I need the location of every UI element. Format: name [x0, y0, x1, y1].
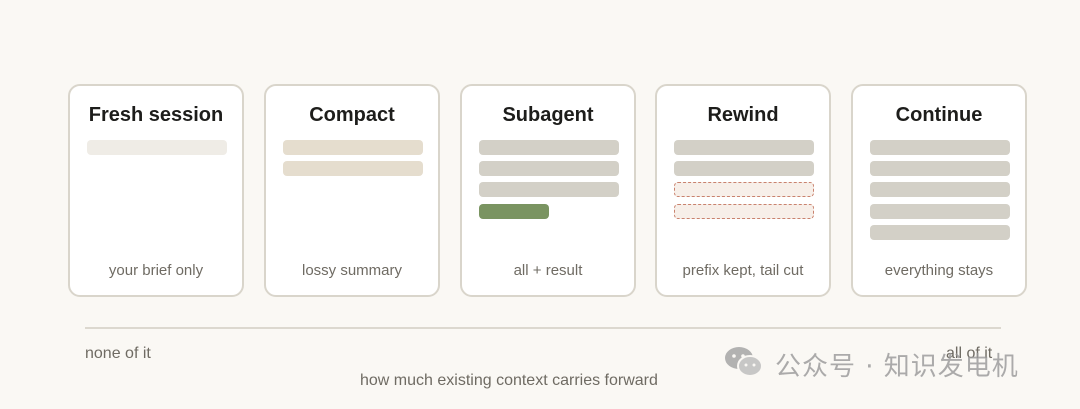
summary-bar: [283, 161, 423, 176]
context-bar: [479, 161, 619, 176]
card-title: Subagent: [502, 104, 594, 126]
context-bar: [479, 182, 619, 197]
context-bar: [479, 140, 619, 155]
context-bar: [870, 204, 1010, 219]
axis-right-label: all of it: [946, 345, 993, 362]
cut-tail-bar: [674, 204, 814, 219]
axis-left-label: none of it: [85, 345, 151, 362]
result-bar: [479, 204, 549, 219]
card-title: Continue: [895, 104, 983, 126]
card-title: Compact: [309, 104, 395, 126]
kept-prefix-bar: [674, 161, 814, 176]
card-caption: prefix kept, tail cut: [682, 262, 804, 279]
card-caption: all + result: [513, 262, 583, 279]
context-bar: [870, 161, 1010, 176]
card-rewind: Rewind prefix kept, tail cut: [655, 84, 831, 297]
wechat-icon: [723, 345, 765, 384]
card-caption: lossy summary: [301, 262, 402, 279]
card-compact: Compact lossy summary: [264, 84, 440, 297]
watermark-text: 公众号 · 知识发电机: [775, 351, 1019, 382]
fresh-brief-bar: [87, 140, 227, 155]
card-fresh-session: Fresh session your brief only: [68, 84, 244, 297]
card-caption: your brief only: [108, 262, 204, 279]
card-continue: Continue everything stays: [851, 84, 1027, 297]
context-bar: [870, 140, 1010, 155]
context-bar: [870, 182, 1010, 197]
watermark: 公众号 · 知识发电机: [723, 344, 1019, 384]
card-caption: everything stays: [884, 262, 994, 279]
axis-caption: how much existing context carries forwar…: [360, 372, 658, 389]
summary-bar: [283, 140, 423, 155]
card-title: Rewind: [707, 104, 779, 126]
card-subagent: Subagent all + result: [460, 84, 636, 297]
context-bar: [870, 225, 1010, 240]
axis-line: [85, 327, 1001, 329]
kept-prefix-bar: [674, 140, 814, 155]
card-title: Fresh session: [88, 104, 224, 126]
cut-tail-bar: [674, 182, 814, 197]
